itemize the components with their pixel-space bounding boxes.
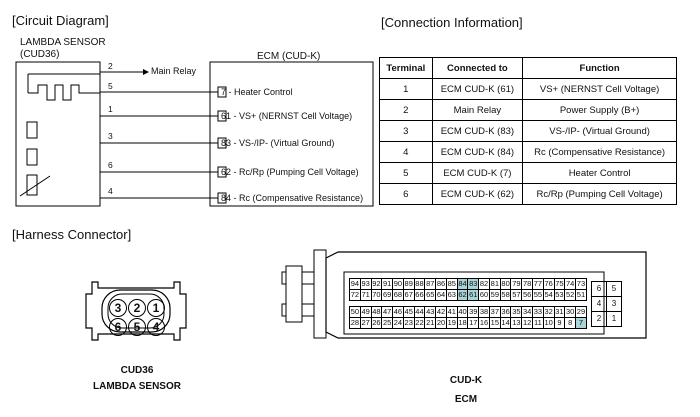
cudk-side-pin: 1 xyxy=(606,311,622,327)
header-function: Function xyxy=(522,57,677,79)
cud36-pin: 4 xyxy=(147,318,165,336)
cell-function: VS-/IP- (Virtual Ground) xyxy=(522,120,677,142)
cudk-side-pin: 6 xyxy=(591,281,607,297)
cell-connected-to: ECM CUD-K (7) xyxy=(431,162,524,184)
sensor-pin-5: 5 xyxy=(108,81,113,91)
sensor-code: (CUD36) xyxy=(20,49,60,60)
cell-terminal: 4 xyxy=(379,141,433,163)
sensor-pin-2: 2 xyxy=(108,61,113,71)
header-terminal: Terminal xyxy=(379,57,433,79)
ecm-box xyxy=(209,61,374,207)
cell-terminal: 6 xyxy=(379,183,433,205)
ecm-pin-heater-control: 7 - Heater Control xyxy=(221,87,293,97)
cud36-code: CUD36 xyxy=(120,365,154,376)
cudk-pin: 51 xyxy=(575,289,587,301)
compensation-resistor-symbol xyxy=(26,174,38,196)
cell-terminal: 3 xyxy=(379,120,433,142)
ecm-pin-virtual-ground: 83 - VS-/IP- (Virtual Ground) xyxy=(221,138,335,148)
sensor-pin-1: 1 xyxy=(108,104,113,114)
cell-connected-to: Main Relay xyxy=(431,99,524,121)
cud36-pin-face: 3 2 1 6 5 4 xyxy=(109,299,165,336)
cudk-pin: 7 xyxy=(575,317,587,329)
cud36-pin: 5 xyxy=(128,318,146,336)
cell-terminal: 5 xyxy=(379,162,433,184)
cudk-side-pin: 2 xyxy=(591,311,607,327)
cud36-pin: 3 xyxy=(109,299,127,317)
cudk-name: ECM xyxy=(454,394,478,405)
pumping-cell-symbol xyxy=(26,148,38,166)
sensor-name: LAMBDA SENSOR xyxy=(20,37,106,48)
ecm-title: ECM (CUD-K) xyxy=(257,51,321,62)
cell-terminal: 1 xyxy=(379,78,433,100)
cell-connected-to: ECM CUD-K (62) xyxy=(431,183,524,205)
cell-function: Rc (Compensative Resistance) xyxy=(522,141,677,163)
variable-resistor-arrow xyxy=(19,175,51,197)
cudk-connector-drawing xyxy=(281,249,647,339)
sensor-pin-6: 6 xyxy=(108,160,113,170)
cell-terminal: 2 xyxy=(379,99,433,121)
cell-function: Heater Control xyxy=(522,162,677,184)
ecm-pin-pumping-cell: 62 - Rc/Rp (Pumping Cell Voltage) xyxy=(221,167,359,177)
sensor-pin-3: 3 xyxy=(108,131,113,141)
cudk-side-pin: 5 xyxy=(606,281,622,297)
cudk-side-pin: 4 xyxy=(591,296,607,312)
ecm-pin-vs-plus: 61 - VS+ (NERNST Cell Voltage) xyxy=(221,111,353,121)
cud36-name: LAMBDA SENSOR xyxy=(93,381,181,392)
arrow-main-relay xyxy=(143,69,149,75)
cell-connected-to: ECM CUD-K (61) xyxy=(431,78,524,100)
cell-connected-to: ECM CUD-K (83) xyxy=(431,120,524,142)
connection-info-title: [Connection Information] xyxy=(381,15,523,30)
sensor-pin-4: 4 xyxy=(108,186,113,196)
cell-function: Power Supply (B+) xyxy=(522,99,677,121)
nernst-cell-symbol xyxy=(26,121,38,139)
ecm-pin-compensative-resistance: 84 - Rc (Compensative Resistance) xyxy=(221,193,364,203)
cud36-pin: 6 xyxy=(109,318,127,336)
table-header-row: Terminal Connected to Function xyxy=(379,57,677,79)
sensor-box xyxy=(15,61,101,207)
cud36-pin: 2 xyxy=(128,299,146,317)
harness-connector-title: [Harness Connector] xyxy=(12,227,132,242)
cell-function: VS+ (NERNST Cell Voltage) xyxy=(522,78,677,100)
header-connected-to: Connected to xyxy=(431,57,524,79)
cudk-side-pin: 3 xyxy=(606,296,622,312)
cudk-code: CUD-K xyxy=(449,375,483,386)
cell-function: Rc/Rp (Pumping Cell Voltage) xyxy=(522,183,677,205)
main-relay-label: Main Relay xyxy=(151,66,197,76)
cud36-pin: 1 xyxy=(147,299,165,317)
heater-element-symbol xyxy=(28,84,100,101)
circuit-diagram-title: [Circuit Diagram] xyxy=(12,13,109,28)
cell-connected-to: ECM CUD-K (84) xyxy=(431,141,524,163)
